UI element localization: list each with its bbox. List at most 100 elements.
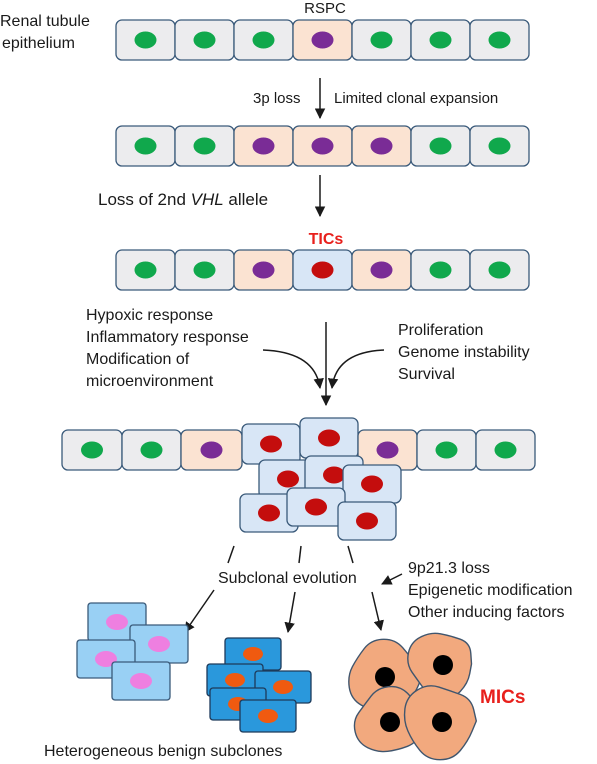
step1-left-label: 3p loss <box>253 90 301 107</box>
cell-nucleus <box>375 667 395 687</box>
tissue-label-line2: epithelium <box>2 35 75 52</box>
row3-cell-tic <box>292 249 353 291</box>
cell-nucleus <box>225 673 245 687</box>
row2-cell-rspc <box>292 125 353 167</box>
cluster-cell-2 <box>342 464 402 504</box>
step2-label: Loss of 2nd VHL allele <box>98 190 268 209</box>
row2-cell-rspc <box>233 125 294 167</box>
cluster-cell-5 <box>337 501 397 541</box>
row4-cell-normal <box>475 429 536 471</box>
row1-cell-normal <box>351 19 412 61</box>
tick-right <box>347 545 354 564</box>
row2-cell-normal <box>469 125 530 167</box>
cell-nucleus <box>148 636 170 652</box>
cell-nucleus <box>323 466 345 484</box>
step2-prefix: Loss of 2nd <box>98 190 191 209</box>
cell-nucleus <box>435 441 458 459</box>
tissue-label-line1: Renal tubule <box>0 13 90 30</box>
microenv-line4: microenvironment <box>86 373 214 390</box>
row3-cell-normal <box>469 249 530 291</box>
cell-nucleus <box>370 261 393 279</box>
cell-nucleus <box>318 429 340 447</box>
cell-nucleus <box>258 709 278 723</box>
cell-nucleus <box>243 647 263 661</box>
cell-nucleus <box>258 504 280 522</box>
row2-cell-rspc <box>351 125 412 167</box>
intrinsic-line3: Survival <box>398 366 455 383</box>
cell-nucleus <box>200 441 223 459</box>
cell-nucleus <box>370 31 393 49</box>
cell-nucleus <box>433 655 453 675</box>
benign-light-cell-3 <box>111 661 171 701</box>
cell-nucleus <box>488 261 511 279</box>
cell-nucleus <box>432 712 452 732</box>
row4-cell-normal <box>61 429 123 471</box>
tick-left <box>227 545 235 564</box>
row4-cell-tic <box>241 423 301 465</box>
cell-nucleus <box>273 680 293 694</box>
row4-cell-tic <box>299 417 359 459</box>
cell-nucleus <box>130 673 152 689</box>
cell-nucleus <box>356 512 378 530</box>
cell-nucleus <box>429 137 452 155</box>
cell-nucleus <box>134 261 157 279</box>
row3-cell-rspc <box>233 249 294 291</box>
row2-cell-normal <box>115 125 176 167</box>
row4-cell-normal <box>121 429 182 471</box>
microenv-line1: Hypoxic response <box>86 307 213 324</box>
cell-rows <box>61 19 536 471</box>
row3-cell-normal <box>115 249 176 291</box>
mics-label: MICs <box>480 687 525 708</box>
cell-nucleus <box>370 137 393 155</box>
arrow-intrinsic <box>327 349 385 390</box>
benign-dark-cell-0 <box>224 637 282 671</box>
cell-nucleus <box>429 31 452 49</box>
cell-nucleus <box>376 441 399 459</box>
factor-line3: Other inducing factors <box>408 604 565 621</box>
row1-cell-normal <box>233 19 294 61</box>
cell-nucleus <box>252 31 275 49</box>
cell-nucleus <box>311 137 334 155</box>
rspc-label: RSPC <box>304 0 346 17</box>
cell-nucleus <box>95 651 117 667</box>
tick-mid <box>298 545 302 564</box>
row1-cell-normal <box>410 19 471 61</box>
microenv-line2: Inflammatory response <box>86 329 249 346</box>
intrinsic-line2: Genome instability <box>398 344 530 361</box>
cell-nucleus <box>252 137 275 155</box>
cell-nucleus <box>429 261 452 279</box>
microenv-line3: Modification of <box>86 351 190 368</box>
arrow-to-benign2 <box>284 591 296 634</box>
row2-cell-normal <box>410 125 471 167</box>
cell-nucleus <box>134 137 157 155</box>
row4-cell-rspc <box>357 429 418 471</box>
cell-nucleus <box>193 261 216 279</box>
cell-nucleus <box>134 31 157 49</box>
arrows <box>184 78 403 634</box>
cell-nucleus <box>380 712 400 732</box>
row1-cell-rspc <box>292 19 353 61</box>
cell-nucleus <box>488 137 511 155</box>
tics-label: TICs <box>309 231 344 248</box>
arrow-to-mics <box>371 591 384 632</box>
intrinsic-line1: Proliferation <box>398 322 483 339</box>
cluster-cell-4 <box>286 487 346 527</box>
cell-nucleus <box>494 441 517 459</box>
cell-nucleus <box>305 498 327 516</box>
mic-cell-3 <box>403 685 478 761</box>
mic-cells <box>348 632 478 761</box>
cell-nucleus <box>193 137 216 155</box>
cell-nucleus <box>252 261 275 279</box>
row4-cell-normal <box>416 429 477 471</box>
cell-nucleus <box>311 261 334 279</box>
benign-subclone-dark <box>206 637 312 733</box>
cell-nucleus <box>488 31 511 49</box>
subclonal-label: Subclonal evolution <box>218 570 357 587</box>
cell-nucleus <box>260 435 282 453</box>
factor-line1: 9p21.3 loss <box>408 560 490 577</box>
step2-suffix: allele <box>224 190 268 209</box>
row3-cell-rspc <box>351 249 412 291</box>
benign-label: Heterogeneous benign subclones <box>44 743 282 760</box>
row4-cell-rspc <box>180 429 243 471</box>
